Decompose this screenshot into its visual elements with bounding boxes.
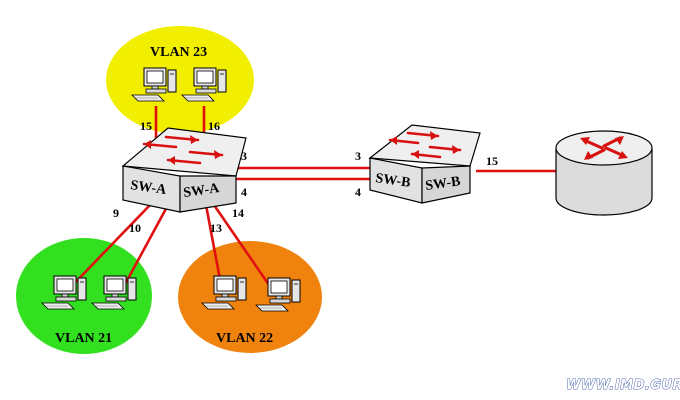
- watermark: WWW.IMD.GURU: [566, 378, 680, 393]
- port-label-sw-b-15: 15: [486, 154, 498, 168]
- link-sw-a-port-10: [121, 204, 170, 289]
- router: [555, 130, 653, 216]
- port-label-sw-a-16: 16: [208, 119, 220, 133]
- port-label-sw-a-4: 4: [241, 185, 247, 199]
- port-label-sw-b-4: 4: [355, 185, 361, 199]
- port-label-sw-b-3: 3: [355, 149, 361, 163]
- vlan-21-label: VLAN 21: [55, 331, 112, 346]
- port-label-sw-a-14: 14: [232, 206, 244, 220]
- link-sw-a-port-14: [212, 204, 280, 299]
- vlan-22-area: [178, 241, 322, 353]
- switch-b-front-label: SW-B: [374, 171, 411, 191]
- port-label-sw-a-13: 13: [210, 221, 222, 235]
- switch-a-side-label: SW-A: [182, 181, 221, 201]
- vlan-23-area: [106, 26, 254, 134]
- switch-a-front-label: SW-A: [129, 178, 168, 198]
- vlan-22-label: VLAN 22: [216, 331, 273, 346]
- port-label-sw-a-15: 15: [140, 119, 152, 133]
- switch-sw-a: SW-A SW-A: [121, 127, 247, 213]
- switch-b-side-label: SW-B: [424, 174, 461, 194]
- port-label-sw-a-10: 10: [129, 221, 141, 235]
- vlan-23-label: VLAN 23: [150, 45, 207, 60]
- switch-sw-b: SW-B SW-B: [368, 124, 481, 204]
- port-label-sw-a-3: 3: [241, 149, 247, 163]
- port-label-sw-a-9: 9: [113, 206, 119, 220]
